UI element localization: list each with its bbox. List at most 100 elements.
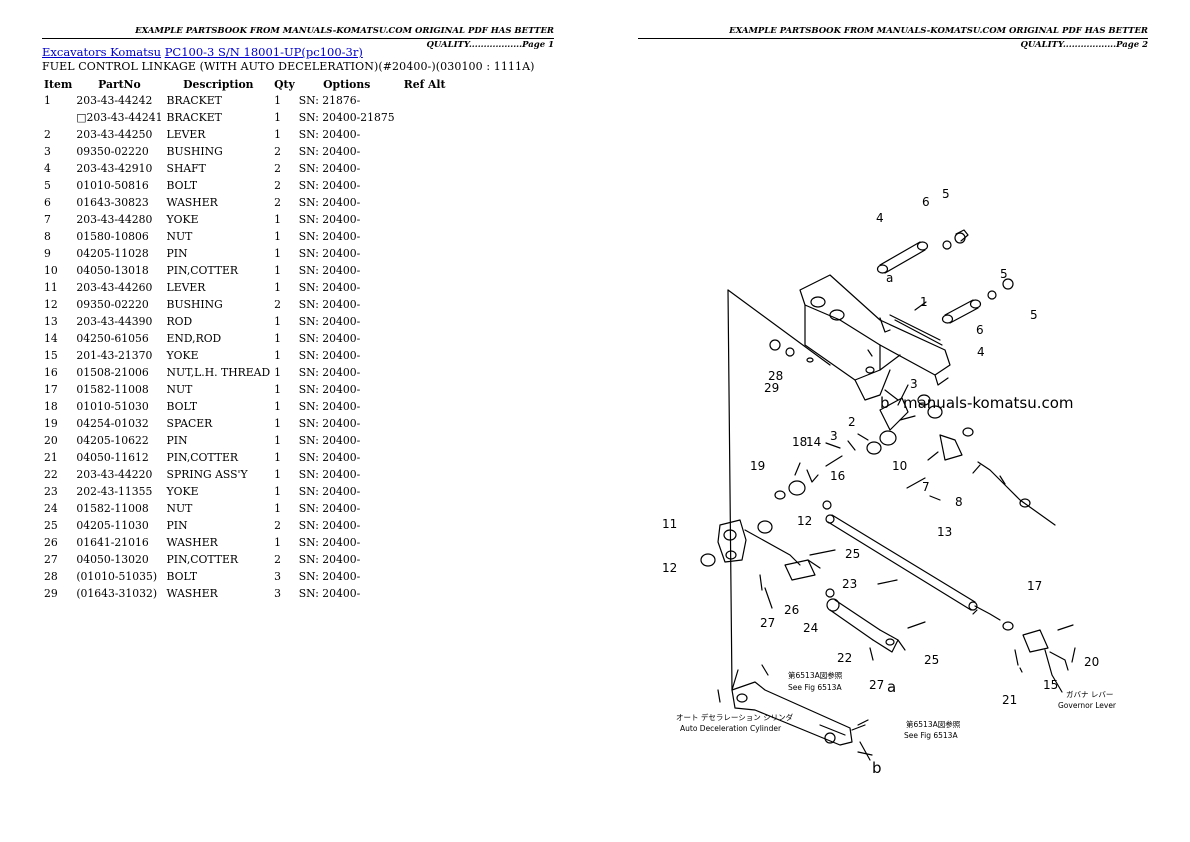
svg-text:5: 5 [942,187,950,201]
cell-qty: 1 [274,315,281,328]
cell-description: NUT [166,502,193,515]
cell-ref-alt [397,381,453,398]
cell-description: BOLT [166,400,198,413]
column-header-description: Description [183,77,254,91]
svg-text:23: 23 [842,577,857,591]
cell-partno: 04050-11612 [76,451,149,464]
guide-line [727,289,831,366]
cell-ref-alt [397,245,453,262]
cell-qty: 2 [274,553,281,566]
svg-text:17: 17 [1027,579,1042,593]
breadcrumb: Excavators Komatsu PC100-3 S/N 18001-UP(… [42,45,363,59]
cell-ref-alt [397,347,453,364]
cell-item: 7 [44,213,51,226]
cell-item: 13 [44,315,58,328]
svg-text:27: 27 [760,616,775,630]
cell-item: 3 [44,145,51,158]
cell-qty: 2 [274,519,281,532]
cell-qty: 3 [274,570,281,583]
cell-item: 15 [44,349,58,362]
cell-ref-alt [397,517,453,534]
cell-description: LEVER [166,128,206,141]
fig-ref-1-en: See Fig 6513A [788,683,842,692]
cell-partno: 01508-21006 [76,366,149,379]
cell-ref-alt [397,262,453,279]
svg-text:4: 4 [977,345,985,359]
breadcrumb-link-category[interactable]: Excavators Komatsu [42,45,162,59]
svg-text:3: 3 [830,429,838,443]
cell-qty: 2 [274,179,281,192]
cylinder-label-en: Auto Deceleration Cylinder [680,724,782,733]
cell-partno: 203-43-44242 [76,94,153,107]
cell-ref-alt [397,143,453,160]
reference-letter-a: a [887,678,896,696]
cell-ref-alt [397,551,453,568]
svg-text:25: 25 [845,547,860,561]
cell-description: WASHER [166,536,218,549]
cell-item: 21 [44,451,58,464]
cell-ref-alt [397,568,453,585]
table-header-row: Item PartNo Description Qty Options Ref … [42,76,453,92]
breadcrumb-link-model[interactable]: PC100-3 S/N 18001-UP(pc100-3r) [164,45,363,59]
svg-text:11: 11 [662,517,677,531]
cell-description: BOLT [166,570,198,583]
cell-ref-alt [397,585,453,602]
fig-ref-2-jp: 第6513A図参照 [906,719,961,729]
svg-text:14: 14 [806,435,821,449]
cell-partno: 01010-50816 [76,179,149,192]
cell-description: SPACER [166,417,213,430]
cell-item: 26 [44,536,58,549]
cell-ref-alt [397,500,453,517]
cell-qty: 1 [274,451,281,464]
shaft-upper [876,241,929,274]
reference-letters: b a b [872,394,896,777]
cell-partno: 201-43-21370 [76,349,153,362]
cell-item: 28 [44,570,58,583]
cell-qty: 1 [274,213,281,226]
cell-qty: 1 [274,502,281,515]
diagram-notes: 第6513A図参照 See Fig 6513A 第6513A図参照 See Fi… [676,670,1117,740]
cell-ref-alt [397,279,453,296]
cell-options: SN: 20400- [298,519,361,532]
cell-partno: 01580-10806 [76,230,149,243]
cell-item: 14 [44,332,58,345]
cell-description: BRACKET [166,111,222,124]
cell-partno: 203-43-44280 [76,213,153,226]
cell-item: 9 [44,247,51,260]
cell-description: PIN [166,434,188,447]
cell-options: SN: 20400- [298,468,361,481]
fig-ref-1-jp: 第6513A図参照 [788,670,843,680]
column-header-options: Options [323,77,371,91]
svg-text:29: 29 [764,381,779,395]
cell-item: 22 [44,468,58,481]
cell-ref-alt [397,228,453,245]
cell-description: LEVER [166,281,206,294]
spring-assembly [826,598,926,661]
cell-partno: 203-43-42910 [76,162,153,175]
svg-text:24: 24 [803,621,818,635]
cell-qty: 1 [274,230,281,243]
cell-qty: 1 [274,417,281,430]
cell-item: 17 [44,383,58,396]
cell-item: 12 [44,298,58,311]
svg-text:22: 22 [837,651,852,665]
svg-text:18: 18 [792,435,807,449]
cell-description: BOLT [166,179,198,192]
svg-text:21: 21 [1002,693,1017,707]
cell-partno: 203-43-44260 [76,281,153,294]
cell-qty: 2 [274,162,281,175]
cell-description: PIN [166,247,188,260]
cell-options: SN: 20400- [298,400,361,413]
cell-qty: 1 [274,536,281,549]
cell-qty: 1 [274,281,281,294]
